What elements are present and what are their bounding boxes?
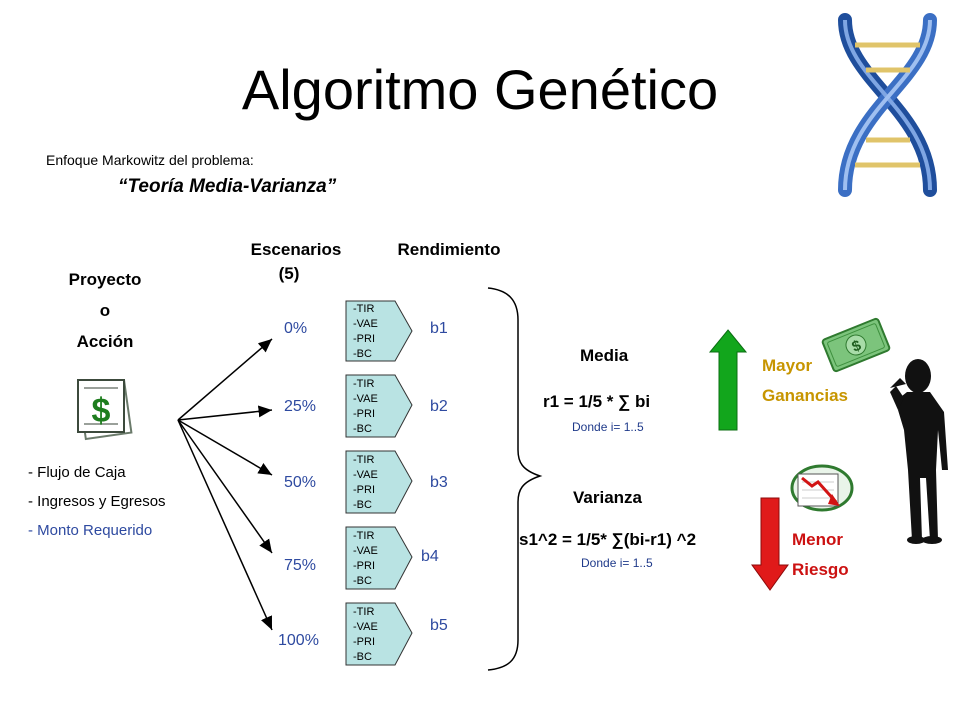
- indicator-item: -VAE: [353, 545, 378, 557]
- scenario-pct: 100%: [278, 632, 319, 649]
- ganancias-label: Ganancias: [762, 386, 848, 405]
- media-label: Media: [580, 346, 629, 365]
- flow-item: - Monto Requerido: [28, 522, 153, 539]
- indicator-item: -BC: [353, 575, 372, 587]
- indicator-item: -BC: [353, 348, 372, 360]
- scenario-result: b4: [421, 548, 439, 565]
- scenario-result: b3: [430, 474, 448, 491]
- scenario-result: b5: [430, 617, 448, 634]
- media-formula: r1 = 1/5 * ∑ bi: [543, 392, 651, 411]
- media-note: Donde i= 1..5: [572, 420, 644, 434]
- project-line-3: Acción: [76, 332, 134, 351]
- indicator-item: -PRI: [353, 560, 375, 572]
- falling-chart-icon: [790, 464, 854, 512]
- indicator-boxes: [345, 300, 413, 666]
- indicator-list: -TIR -VAE -PRI -BC: [353, 302, 378, 362]
- varianza-label: Varianza: [573, 488, 642, 507]
- dna-helix-icon: [838, 13, 937, 197]
- indicator-item: -TIR: [353, 606, 375, 618]
- menor-label: Menor: [792, 530, 843, 549]
- project-line-2: o: [99, 301, 111, 320]
- indicator-item: -BC: [353, 499, 372, 511]
- thinking-man-silhouette-icon: [890, 359, 948, 544]
- indicator-item: -VAE: [353, 621, 378, 633]
- riesgo-label: Riesgo: [792, 560, 849, 579]
- indicator-item: -VAE: [353, 393, 378, 405]
- escenarios-header: Escenarios: [250, 240, 342, 259]
- escenarios-count: (5): [278, 264, 300, 283]
- indicator-list: -TIR -VAE -PRI -BC: [353, 453, 378, 513]
- scenario-pct: 25%: [284, 398, 317, 415]
- varianza-formula: s1^2 = 1/5* ∑(bi-r1) ^2: [519, 530, 697, 549]
- indicator-item: -BC: [353, 423, 372, 435]
- flow-list: - Flujo de Caja - Ingresos y Egresos - M…: [28, 458, 166, 545]
- scenario-result: b1: [430, 320, 448, 337]
- flow-item: - Flujo de Caja: [28, 464, 126, 481]
- page-title: Algoritmo Genético: [241, 58, 719, 121]
- subtitle: Enfoque Markowitz del problema:: [46, 152, 254, 168]
- svg-text:$: $: [92, 392, 111, 430]
- indicator-item: -BC: [353, 651, 372, 663]
- project-line-1: Proyecto: [68, 270, 142, 289]
- rendimiento-header: Rendimiento: [397, 240, 501, 259]
- down-arrow-icon: [751, 497, 789, 591]
- curly-brace: [487, 287, 543, 671]
- indicator-item: -PRI: [353, 636, 375, 648]
- indicator-list: -TIR -VAE -PRI -BC: [353, 377, 378, 437]
- indicator-item: -VAE: [353, 318, 378, 330]
- scenario-pct: 50%: [284, 474, 317, 491]
- indicator-item: -VAE: [353, 469, 378, 481]
- mayor-label: Mayor: [762, 356, 813, 375]
- scenario-pct: 75%: [284, 557, 317, 574]
- indicator-item: -PRI: [353, 408, 375, 420]
- indicator-item: -TIR: [353, 303, 375, 315]
- indicator-item: -TIR: [353, 454, 375, 466]
- banknote-icon: $: [821, 317, 891, 373]
- varianza-note: Donde i= 1..5: [581, 556, 653, 570]
- indicator-list: -TIR -VAE -PRI -BC: [353, 529, 378, 589]
- scenario-result: b2: [430, 398, 448, 415]
- indicator-item: -PRI: [353, 484, 375, 496]
- indicator-item: -PRI: [353, 333, 375, 345]
- scenario-pct: 0%: [284, 320, 308, 337]
- indicator-item: -TIR: [353, 530, 375, 542]
- indicator-item: -TIR: [353, 378, 375, 390]
- flow-item: - Ingresos y Egresos: [28, 493, 166, 510]
- theory-label: “Teoría Media-Varianza”: [118, 176, 337, 197]
- indicator-list: -TIR -VAE -PRI -BC: [353, 605, 378, 665]
- up-arrow-icon: [708, 329, 748, 431]
- scenario-arrows: [177, 338, 273, 631]
- dollar-document-icon: $: [77, 379, 133, 441]
